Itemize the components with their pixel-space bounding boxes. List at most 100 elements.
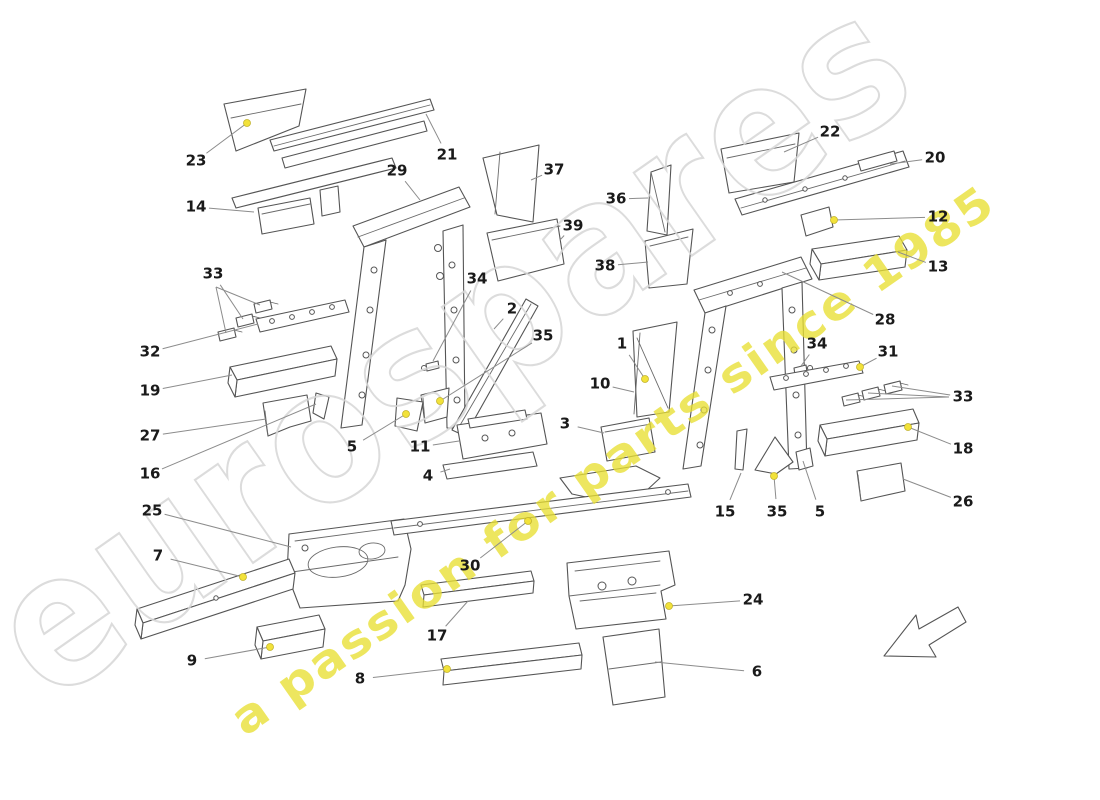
part-label-11-23[interactable]: 11	[409, 437, 431, 456]
part-label-39-18[interactable]: 39	[562, 216, 584, 235]
leader-dot-23-0	[243, 119, 251, 127]
leader-line-27-13	[162, 418, 267, 435]
leader-line-34-15	[432, 290, 472, 362]
leader-line-2-16	[493, 318, 504, 330]
leader-dot-18-30	[904, 423, 912, 431]
leader-line-32-11	[162, 323, 259, 350]
part-23-drawing	[223, 88, 307, 152]
part-drawings	[134, 88, 967, 706]
part-label-30-37[interactable]: 30	[459, 556, 481, 575]
part-label-23-0[interactable]: 23	[185, 151, 207, 170]
part-label-27-13[interactable]: 27	[139, 426, 161, 445]
part-7-drawing	[134, 558, 296, 640]
leader-dot-7-36	[239, 573, 247, 581]
part-label-24-41[interactable]: 24	[742, 590, 764, 609]
part-38-drawing	[644, 228, 694, 289]
part-label-4-24[interactable]: 4	[422, 466, 434, 485]
leader-lines	[161, 113, 952, 679]
part-label-13-9[interactable]: 13	[927, 257, 949, 276]
leader-line-23-0	[206, 122, 248, 154]
part-30-drawing	[390, 483, 692, 536]
part-1-10-drawing	[632, 321, 678, 418]
part-label-2-16[interactable]: 2	[506, 299, 518, 318]
part-32-drawing	[255, 299, 350, 333]
part-label-21-1[interactable]: 21	[436, 145, 458, 164]
part-label-6-42[interactable]: 6	[751, 662, 763, 681]
part-label-16-14[interactable]: 16	[139, 464, 161, 483]
part-label-33-29[interactable]: 33	[952, 387, 974, 406]
part-12-drawing	[800, 206, 834, 237]
part-21-drawing	[269, 98, 435, 169]
part-label-37-4[interactable]: 37	[543, 160, 565, 179]
leader-line-26-31	[902, 478, 952, 498]
leader-line-11-23	[432, 440, 460, 446]
part-19-drawing	[227, 345, 338, 398]
part-label-19-12[interactable]: 19	[139, 381, 161, 400]
part-label-14-2[interactable]: 14	[185, 197, 207, 216]
part-label-33-10[interactable]: 33	[202, 264, 224, 283]
leader-line-5-34	[802, 460, 817, 500]
part-label-31-28[interactable]: 31	[877, 342, 899, 361]
part-13-drawing	[809, 235, 908, 281]
part-label-12-8[interactable]: 12	[927, 207, 949, 226]
part-24-drawing	[566, 550, 676, 630]
part-20-drawing	[734, 150, 910, 216]
leader-line-21-1	[425, 113, 442, 144]
part-31-drawing	[769, 360, 864, 391]
part-label-38-19[interactable]: 38	[594, 256, 616, 275]
leader-line-34-27	[800, 354, 810, 367]
part-label-35-17[interactable]: 35	[532, 326, 554, 345]
leader-line-16-14	[161, 403, 317, 470]
part-5-right-drawing	[795, 447, 814, 471]
part-11-drawing	[456, 409, 548, 460]
part-6-drawing	[602, 628, 666, 706]
part-label-3-25[interactable]: 3	[559, 414, 571, 433]
part-label-10-21[interactable]: 10	[589, 374, 611, 393]
part-27-drawing	[262, 394, 312, 437]
leader-line-7-36	[170, 558, 244, 578]
part-label-20-7[interactable]: 20	[924, 148, 946, 167]
part-39-drawing	[486, 218, 565, 282]
part-label-34-15[interactable]: 34	[466, 269, 488, 288]
part-label-18-30[interactable]: 18	[952, 439, 974, 458]
part-35-left-drawing	[420, 387, 450, 424]
leader-line-38-19	[617, 261, 649, 266]
part-label-9-39[interactable]: 9	[186, 651, 198, 670]
leader-line-37-4	[530, 174, 543, 181]
leader-line-35-17	[439, 342, 533, 402]
leader-line-36-5	[628, 197, 649, 200]
part-label-15-32[interactable]: 15	[714, 502, 736, 521]
part-label-7-36[interactable]: 7	[152, 546, 164, 565]
part-label-26-31[interactable]: 26	[952, 492, 974, 511]
leader-line-10-21	[612, 386, 635, 393]
leader-line-20-7	[889, 159, 923, 165]
leader-line-28-26	[781, 271, 874, 315]
part-label-34-27[interactable]: 34	[806, 334, 828, 353]
part-label-29-3[interactable]: 29	[386, 161, 408, 180]
part-label-28-26[interactable]: 28	[874, 310, 896, 329]
part-label-32-11[interactable]: 32	[139, 342, 161, 361]
part-29-drawing	[340, 186, 471, 429]
part-label-36-5[interactable]: 36	[605, 189, 627, 208]
part-34-left-drawing	[421, 360, 440, 372]
part-label-35-33[interactable]: 35	[766, 502, 788, 521]
part-label-8-40[interactable]: 8	[354, 669, 366, 688]
leader-dot-35-33	[770, 472, 778, 480]
part-label-25-35[interactable]: 25	[141, 501, 163, 520]
leader-dot-24-41	[665, 602, 673, 610]
part-label-5-22[interactable]: 5	[346, 437, 358, 456]
leader-dot-5-22	[402, 410, 410, 418]
part-label-5-34[interactable]: 5	[814, 502, 826, 521]
leader-line-39-18	[559, 235, 565, 241]
part-label-22-6[interactable]: 22	[819, 122, 841, 141]
leader-line-30-37	[479, 520, 529, 559]
part-label-17-38[interactable]: 17	[426, 626, 448, 645]
part-9-drawing	[254, 614, 326, 660]
leader-dot-31-28	[856, 363, 864, 371]
leader-line-33-left-extra-1	[215, 286, 227, 334]
part-label-1-20[interactable]: 1	[616, 334, 628, 353]
part-15-drawing	[734, 428, 748, 471]
leader-dot-8-40	[443, 665, 451, 673]
